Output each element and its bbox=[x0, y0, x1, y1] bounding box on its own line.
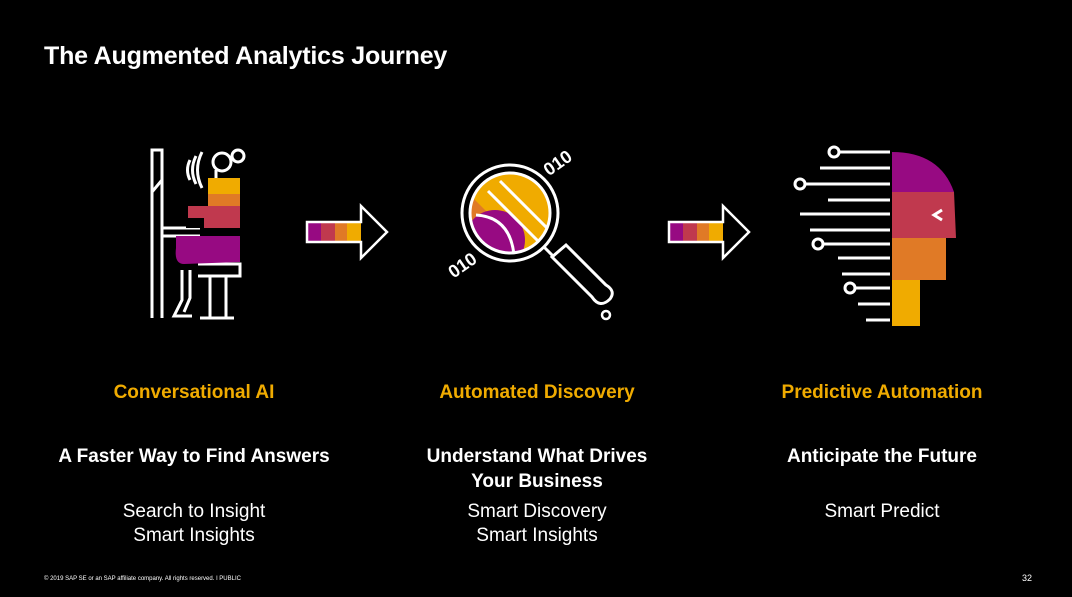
subheading-line: Understand What Drives bbox=[426, 446, 648, 467]
column-subheading: Anticipate the Future bbox=[786, 446, 977, 467]
binary-bottom-text: 010 bbox=[444, 248, 480, 282]
binary-top-text: 010 bbox=[540, 146, 576, 180]
arrow-right-icon bbox=[305, 202, 389, 262]
column-predictive-automation: Predictive Automation Anticipate the Fut… bbox=[712, 380, 1052, 524]
subheading-line: Your Business bbox=[471, 471, 603, 492]
feature-list: Smart Predict bbox=[712, 500, 1052, 524]
feature-item: Smart Discovery bbox=[467, 501, 607, 522]
feature-list: Smart Discovery Smart Insights bbox=[367, 500, 707, 548]
column-conversational-ai: Conversational AI A Faster Way to Find A… bbox=[24, 380, 364, 548]
column-automated-discovery: Automated Discovery Understand What Driv… bbox=[367, 380, 707, 548]
column-heading: Conversational AI bbox=[113, 382, 275, 403]
column-heading: Predictive Automation bbox=[781, 382, 983, 403]
person-at-computer-icon bbox=[150, 148, 246, 320]
feature-item: Smart Insights bbox=[133, 525, 255, 546]
column-subheading: A Faster Way to Find Answers bbox=[58, 446, 330, 467]
feature-list: Search to Insight Smart Insights bbox=[24, 500, 364, 548]
ai-head-icon bbox=[793, 145, 956, 326]
magnifying-glass-icon: 010 010 bbox=[444, 146, 614, 321]
feature-item: Smart Predict bbox=[824, 501, 940, 522]
page-number: 32 bbox=[1021, 573, 1032, 583]
copyright-footer: © 2019 SAP SE or an SAP affiliate compan… bbox=[44, 576, 241, 582]
column-heading: Automated Discovery bbox=[439, 382, 635, 403]
column-subheading: Understand What Drives Your Business bbox=[367, 444, 707, 494]
feature-item: Smart Insights bbox=[476, 525, 598, 546]
feature-item: Search to Insight bbox=[122, 501, 266, 522]
slide-title: The Augmented Analytics Journey bbox=[44, 42, 448, 70]
arrow-right-icon bbox=[667, 202, 751, 262]
